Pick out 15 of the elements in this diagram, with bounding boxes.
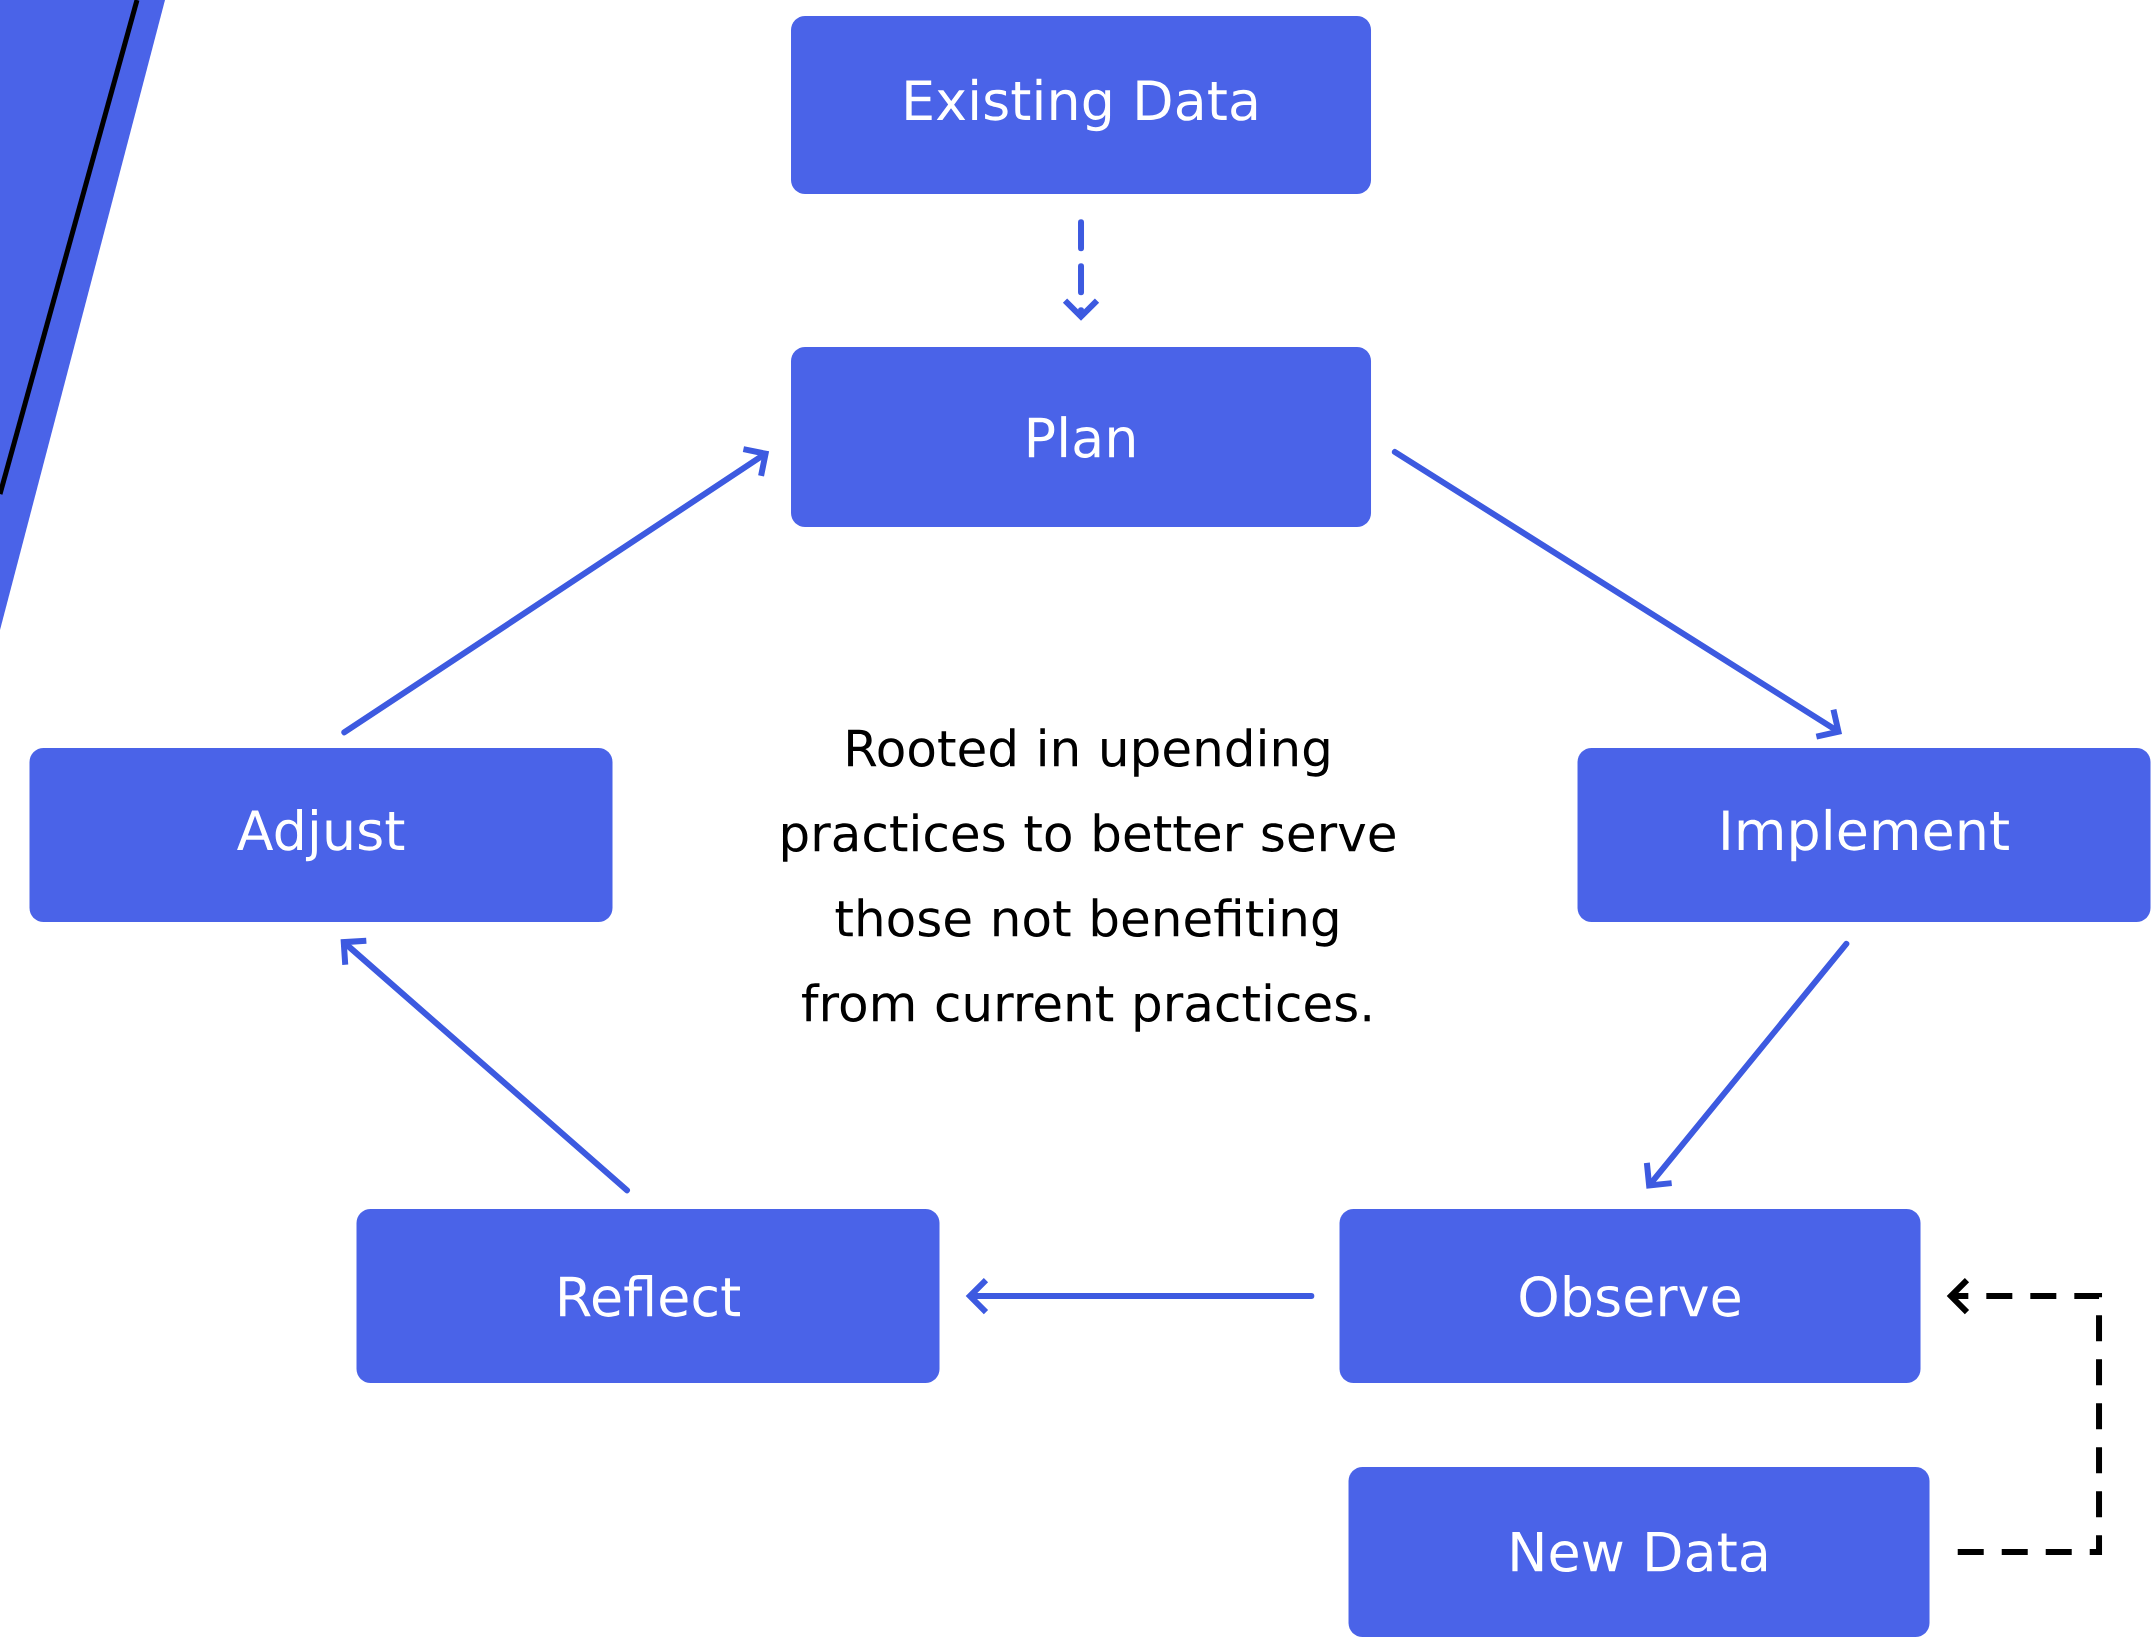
description-text: Rooted in upending practices to better serve those not benefiting from current practices.	[783, 728, 1395, 1032]
arrow	[1946, 1277, 2103, 1555]
process-box: Plan	[791, 347, 1371, 527]
process-box: Observe	[1339, 1209, 1921, 1383]
arrow	[965, 1277, 1315, 1315]
arrow	[341, 446, 770, 736]
process-box: Existing Data	[791, 16, 1371, 194]
arrow	[1391, 448, 1843, 740]
arrow	[340, 937, 630, 1194]
process-box: Adjust	[29, 748, 613, 922]
process-box: Implement	[1577, 748, 2151, 922]
arrow	[1643, 940, 1850, 1189]
arrow	[1062, 219, 1100, 321]
process-box: New Data	[1348, 1467, 1930, 1637]
process-box: Reflect	[356, 1209, 940, 1383]
